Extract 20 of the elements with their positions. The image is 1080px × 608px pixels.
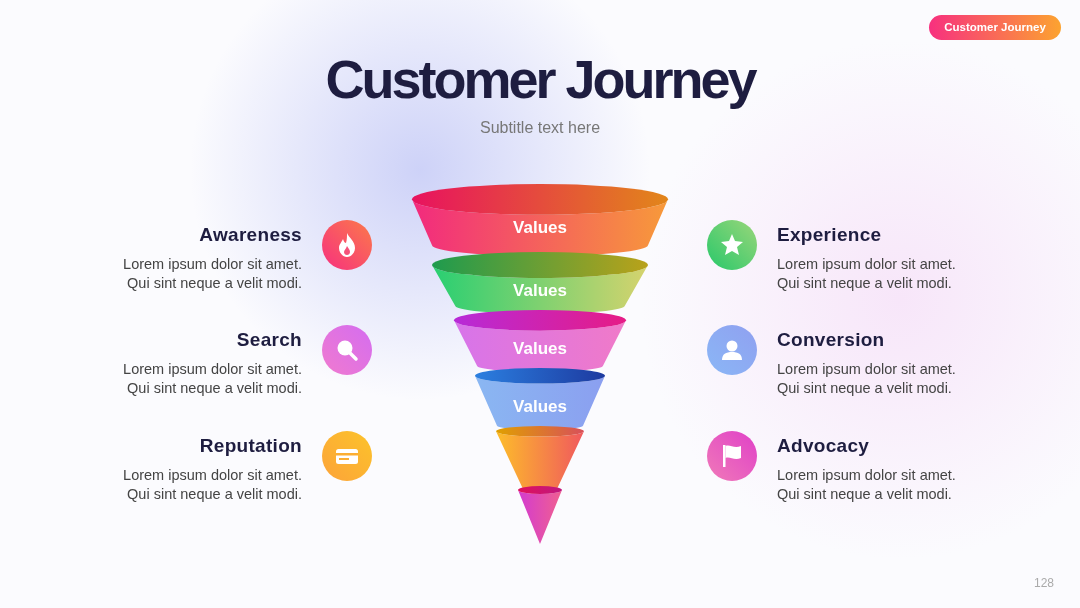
stage-description: Lorem ipsum dolor sit amet. Qui sint neque a velit modi. (122, 255, 302, 293)
stage-heading: Advocacy (777, 435, 870, 457)
layer-label: Values (512, 339, 568, 359)
stage-heading: Search (236, 329, 302, 351)
stage-description: Lorem ipsum dolor sit amet. Qui sint neque a velit modi. (122, 360, 302, 398)
stage-heading: Experience (777, 224, 882, 246)
page-number: 128 (1033, 576, 1054, 590)
layer-label: Values (512, 281, 568, 301)
stage-heading: Awareness (199, 224, 302, 246)
stage-description: Lorem ipsum dolor sit amet. Qui sint neque a velit modi. (777, 360, 957, 398)
stage-description: Lorem ipsum dolor sit amet. Qui sint neque a velit modi. (777, 255, 957, 293)
stage-description: Lorem ipsum dolor sit amet. Qui sint neque a velit modi. (122, 466, 302, 504)
subtitle: Subtitle text here (479, 119, 601, 137)
slide-title: Customer Journey (325, 48, 755, 110)
layer-label: Values (512, 397, 568, 417)
stage-heading: Reputation (199, 435, 302, 457)
stage-heading: Conversion (777, 329, 885, 351)
stage-description: Lorem ipsum dolor sit amet. Qui sint neque a velit modi. (777, 466, 957, 504)
tag-pill: Customer Journey (929, 15, 1061, 40)
layer-label: Values (512, 218, 568, 238)
